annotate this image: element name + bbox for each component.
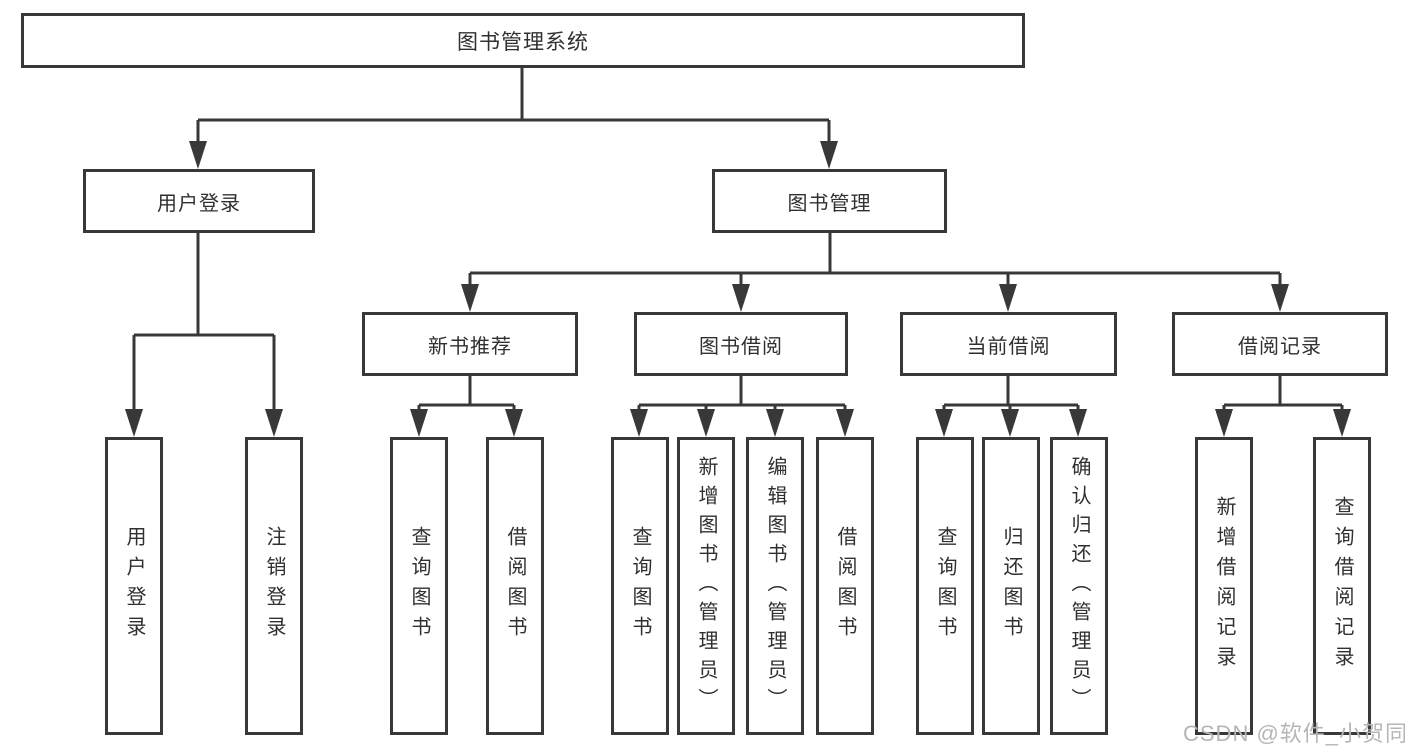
leaf-logout-label: 注销登录 [263,526,285,646]
node-user-login: 用户登录 [83,169,315,233]
leaf-add-book-admin-label: 新增图书（管理员） [695,455,717,717]
node-borrow-records: 借阅记录 [1172,312,1388,376]
arrowhead-icon [820,141,838,169]
node-book-management: 图书管理 [712,169,947,233]
arrowhead-icon [1069,409,1087,437]
connector-root [189,68,838,169]
arrowhead-icon [697,409,715,437]
node-current-borrow-label: 当前借阅 [966,335,1051,358]
arrowhead-icon [125,409,143,437]
arrowhead-icon [1333,409,1351,437]
leaf-confirm-return-admin: 确认归还（管理员） [1050,437,1108,735]
connector-user-login [125,233,283,437]
leaf-query-book-recommend: 查询图书 [390,437,448,735]
node-new-book-recommend: 新书推荐 [362,312,578,376]
leaf-borrow-book-label: 借阅图书 [834,526,856,646]
leaf-query-book-current: 查询图书 [916,437,974,735]
arrowhead-icon [189,141,207,169]
leaf-logout: 注销登录 [245,437,303,735]
arrowhead-icon [732,284,750,312]
leaf-add-borrow-record: 新增借阅记录 [1195,437,1253,735]
arrowhead-icon [265,409,283,437]
leaf-add-borrow-record-label: 新增借阅记录 [1213,496,1235,676]
connector-book-management [461,233,1289,312]
arrowhead-icon [836,409,854,437]
leaf-borrow-book-recommend-label: 借阅图书 [504,526,526,646]
arrowhead-icon [1001,409,1019,437]
leaf-query-book-current-label: 查询图书 [934,526,956,646]
leaf-query-book-borrow: 查询图书 [611,437,669,735]
leaf-user-login: 用户登录 [105,437,163,735]
node-book-borrow: 图书借阅 [634,312,848,376]
node-current-borrow: 当前借阅 [900,312,1117,376]
arrowhead-icon [410,409,428,437]
arrowhead-icon [1215,409,1233,437]
watermark: CSDN @软件_小贺同学 [1183,721,1405,746]
connector-current-borrow [935,376,1087,437]
leaf-query-book-recommend-label: 查询图书 [408,526,430,646]
node-root-label: 图书管理系统 [457,30,589,54]
leaf-edit-book-admin: 编辑图书（管理员） [746,437,804,735]
node-new-book-recommend-label: 新书推荐 [428,335,512,358]
node-root: 图书管理系统 [21,13,1025,68]
connector-new-book-recommend [410,376,523,437]
arrowhead-icon [766,409,784,437]
connector-borrow-records [1215,376,1351,437]
leaf-borrow-book: 借阅图书 [816,437,874,735]
leaf-query-borrow-record-label: 查询借阅记录 [1331,496,1353,676]
arrowhead-icon [1271,284,1289,312]
node-borrow-records-label: 借阅记录 [1238,335,1322,358]
connector-book-borrow [630,376,854,437]
leaf-query-book-borrow-label: 查询图书 [629,526,651,646]
arrowhead-icon [999,284,1017,312]
leaf-borrow-book-recommend: 借阅图书 [486,437,544,735]
leaf-user-login-label: 用户登录 [123,526,145,646]
leaf-add-book-admin: 新增图书（管理员） [677,437,735,735]
leaf-query-borrow-record: 查询借阅记录 [1313,437,1371,735]
leaf-confirm-return-admin-label: 确认归还（管理员） [1068,455,1090,717]
arrowhead-icon [461,284,479,312]
node-book-borrow-label: 图书借阅 [699,335,783,358]
arrowhead-icon [935,409,953,437]
arrowhead-icon [505,409,523,437]
arrowhead-icon [630,409,648,437]
leaf-return-book: 归还图书 [982,437,1040,735]
node-user-login-label: 用户登录 [157,192,241,215]
leaf-return-book-label: 归还图书 [1000,526,1022,646]
node-book-management-label: 图书管理 [787,192,872,215]
leaf-edit-book-admin-label: 编辑图书（管理员） [764,455,786,717]
